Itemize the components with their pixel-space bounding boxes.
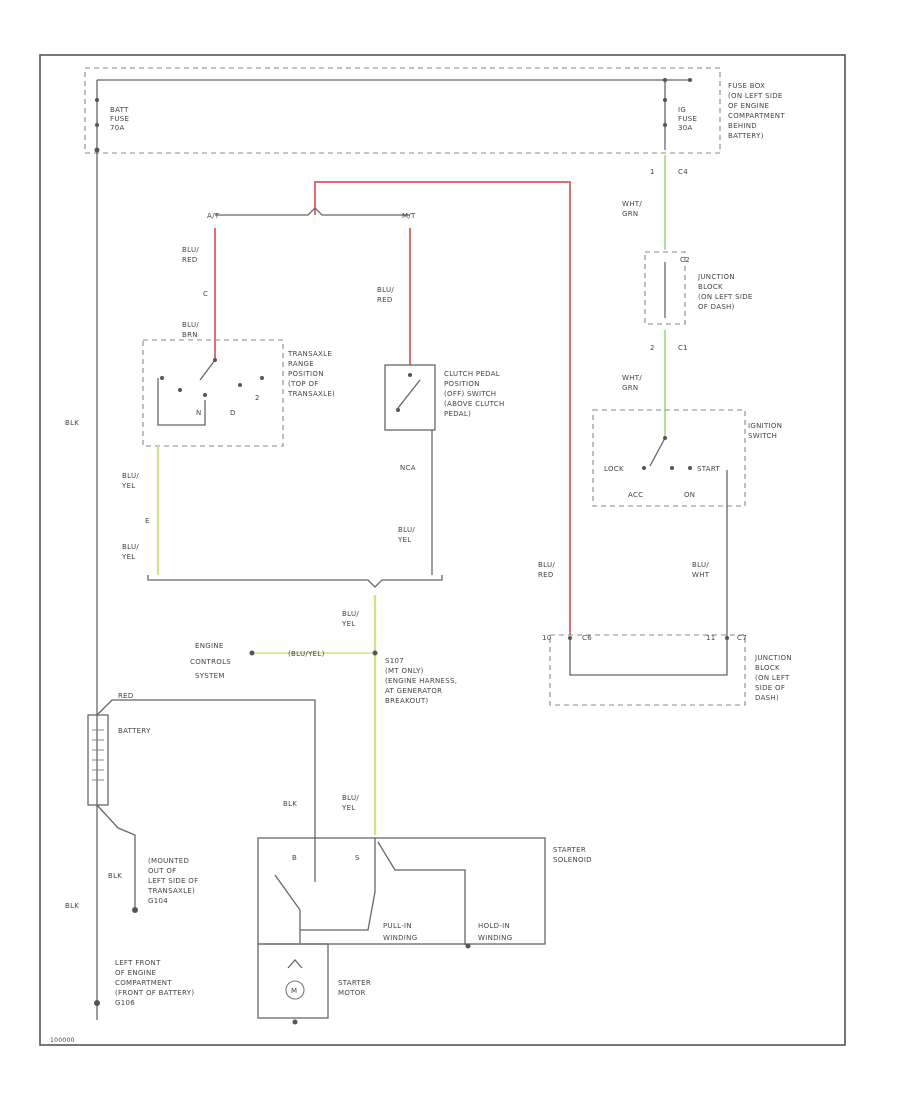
pin-d-label: D bbox=[230, 409, 236, 417]
blu-yel-center-label: BLU/YEL bbox=[341, 610, 359, 628]
c6-label: C6 bbox=[582, 634, 592, 642]
blu-yel-right-label: BLU/YEL bbox=[397, 526, 415, 544]
blu-yel-left-top-label: BLU/YEL bbox=[121, 472, 139, 490]
battery-cells bbox=[92, 729, 104, 781]
blu-wht-label: BLU/WHT bbox=[692, 561, 710, 579]
fuse-box-outline bbox=[84, 67, 721, 154]
pin-2b-label: 2 bbox=[255, 394, 260, 402]
c1-label: C1 bbox=[678, 344, 688, 352]
c4-label: C4 bbox=[678, 168, 688, 176]
starter-motor-outline bbox=[257, 943, 329, 1019]
wht-grn-mid-label: WHT/GRN bbox=[622, 374, 642, 392]
ignition-switch-outline bbox=[592, 409, 746, 507]
blu-yel-solenoid-label: BLU/YEL bbox=[341, 794, 359, 812]
diagram-frame bbox=[39, 54, 846, 1046]
battery-symbol bbox=[87, 714, 109, 806]
lock-label: LOCK bbox=[604, 465, 624, 473]
blu-red-center-label: BLU/RED bbox=[377, 286, 394, 304]
pin-2-label: 2 bbox=[650, 344, 655, 352]
junction-block-bottom-outline bbox=[549, 634, 746, 706]
pin-10-label: 10 bbox=[542, 634, 552, 642]
starter-motor-symbol bbox=[285, 980, 305, 1000]
acc-label: ACC bbox=[628, 491, 643, 499]
blk-starter-label: BLK bbox=[283, 800, 297, 808]
pin-11-label: 11 bbox=[706, 634, 716, 642]
pin-1-label: 1 bbox=[650, 168, 655, 176]
pin-c-label: C bbox=[203, 290, 208, 298]
blu-red-long-wire bbox=[314, 181, 571, 635]
starter-solenoid-outline bbox=[257, 837, 546, 945]
at-label: A/T bbox=[207, 212, 220, 220]
blu-brn-label: BLU/BRN bbox=[182, 321, 199, 339]
blk-ground2-label: BLK bbox=[65, 902, 79, 910]
blu-red-left-label: BLU/RED bbox=[182, 246, 199, 264]
c7-label: C7 bbox=[737, 634, 747, 642]
pin-e-label: E bbox=[145, 517, 150, 525]
blk-ground1-label: BLK bbox=[108, 872, 122, 880]
blu-yel-left-bottom-label: BLU/YEL bbox=[121, 543, 139, 561]
motor-m-label: M bbox=[291, 987, 297, 995]
s107-label: S107(MT ONLY) (ENGINE HARNESS,AT GENERAT… bbox=[385, 657, 457, 705]
c2-label: C2 bbox=[680, 256, 690, 264]
pin-n-label: N bbox=[196, 409, 202, 417]
transaxle-switch-outline bbox=[142, 339, 284, 447]
blu-yel-inline-label: (BLU/YEL) bbox=[288, 650, 325, 658]
on-label: ON bbox=[684, 491, 695, 499]
figure-code: 100000 bbox=[50, 1037, 75, 1044]
junction-block-top-outline bbox=[644, 251, 686, 325]
start-label: START bbox=[697, 465, 721, 473]
pin-b-label: B bbox=[292, 854, 297, 862]
blk-main-label: BLK bbox=[65, 419, 79, 427]
blu-red-long-label: BLU/RED bbox=[538, 561, 555, 579]
battery-label: BATTERY bbox=[118, 727, 151, 735]
clutch-switch-outline bbox=[384, 364, 436, 431]
nca-label: NCA bbox=[400, 464, 416, 472]
wht-grn-top-label: WHT/GRN bbox=[622, 200, 642, 218]
pin-s-label: S bbox=[355, 854, 360, 862]
red-battery-cable bbox=[96, 699, 316, 838]
red-cable-label: RED bbox=[118, 692, 134, 700]
battery-ground-cable bbox=[96, 804, 136, 910]
mt-label: M/T bbox=[402, 212, 416, 220]
